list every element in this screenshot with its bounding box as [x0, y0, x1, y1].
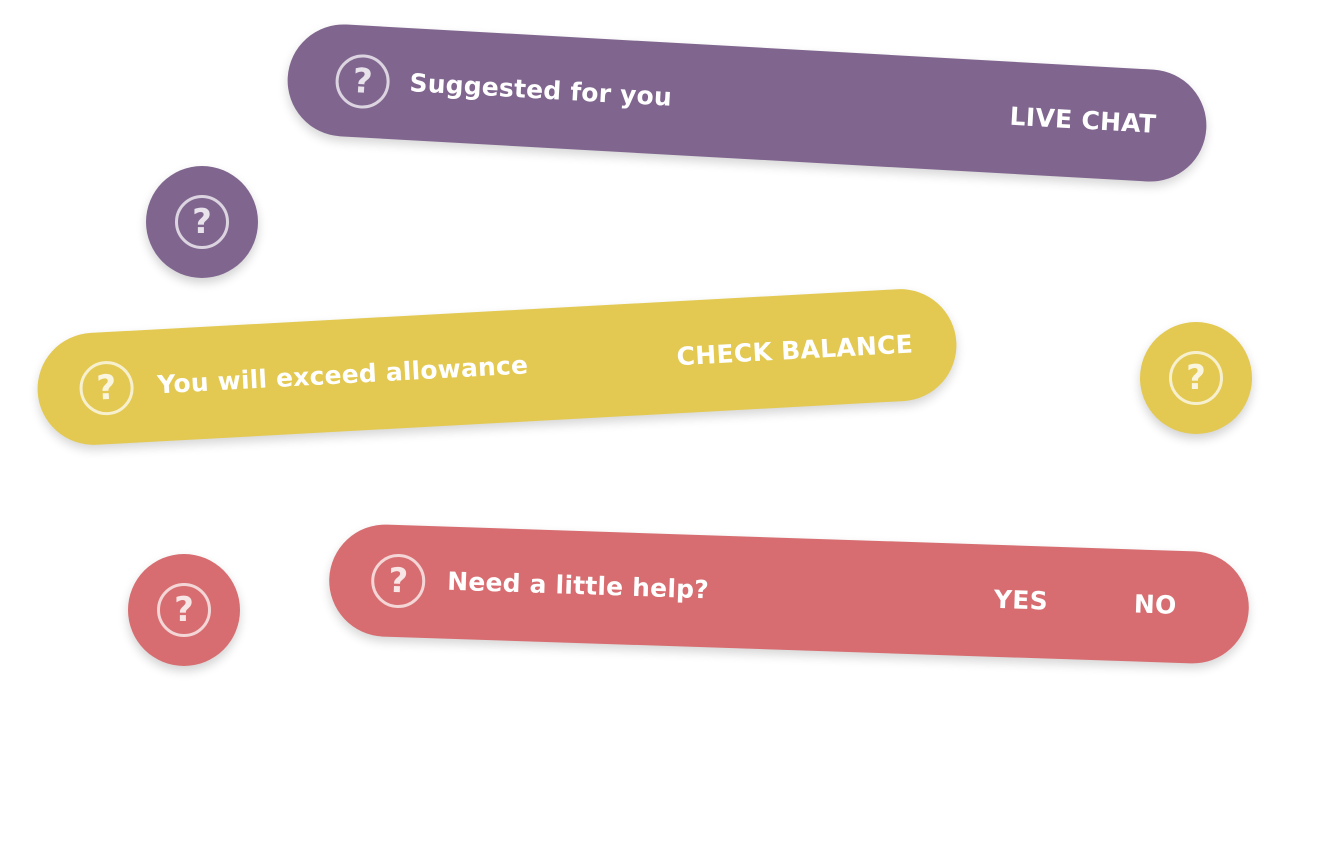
- allowance-banner: ? You will exceed allowance CHECK BALANC…: [34, 286, 960, 448]
- suggested-banner: ? Suggested for you LIVE CHAT: [284, 21, 1210, 185]
- no-button[interactable]: NO: [1133, 589, 1178, 620]
- help-fab-purple[interactable]: ?: [146, 166, 258, 278]
- question-circle-icon: ?: [78, 359, 135, 417]
- question-circle-icon: ?: [157, 583, 211, 637]
- help-fab-yellow[interactable]: ?: [1140, 322, 1252, 434]
- help-message: Need a little help?: [446, 566, 710, 605]
- question-circle-icon: ?: [175, 195, 229, 249]
- question-circle-icon: ?: [334, 53, 392, 110]
- question-circle-icon: ?: [1169, 351, 1223, 405]
- yes-button[interactable]: YES: [993, 584, 1049, 616]
- check-balance-button[interactable]: CHECK BALANCE: [675, 329, 914, 372]
- live-chat-button[interactable]: LIVE CHAT: [1008, 101, 1158, 139]
- help-banner: ? Need a little help? YES NO: [327, 522, 1251, 666]
- allowance-message: You will exceed allowance: [156, 350, 529, 400]
- question-circle-icon: ?: [370, 553, 427, 609]
- help-fab-red[interactable]: ?: [128, 554, 240, 666]
- suggested-message: Suggested for you: [408, 68, 673, 112]
